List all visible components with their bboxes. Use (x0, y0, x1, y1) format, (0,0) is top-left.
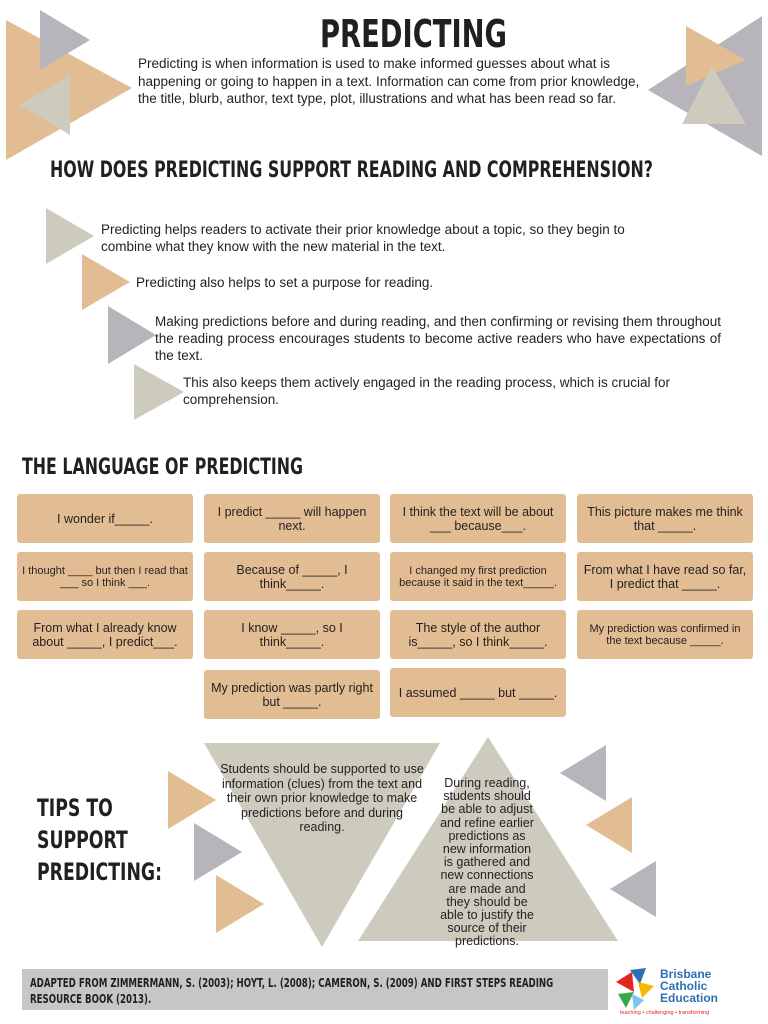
tip-1-text: Students should be supported to use info… (220, 762, 424, 834)
bullet-triangle-2 (82, 254, 130, 310)
decor-triangles-top-left (6, 10, 132, 160)
support-point-3: Making predictions before and during rea… (155, 314, 721, 363)
tip-inverted-triangle (204, 743, 440, 947)
logo-line-1: Brisbane (660, 967, 712, 981)
phrase-card: I thought ____ but then I read that ___ … (17, 552, 193, 601)
phrase-card: From what I have read so far, I predict … (577, 552, 753, 601)
sage-triangle (682, 66, 746, 124)
tips-graphics (168, 737, 656, 947)
sage-triangle (20, 75, 70, 135)
tan-triangle (586, 797, 632, 853)
phrase-card: Because of _____, I think_____. (204, 552, 380, 601)
phrase-card: My prediction was partly right but _____… (204, 670, 380, 719)
grey-triangle (40, 10, 90, 70)
brisbane-catholic-education-logo: Brisbane Catholic Education teaching • c… (612, 966, 762, 1020)
phrase-card: I assumed _____ but _____. (390, 668, 566, 717)
phrase-card: I wonder if_____. (17, 494, 193, 543)
support-heading: HOW DOES PREDICTING SUPPORT READING AND … (50, 158, 653, 183)
bullet-triangle-3 (108, 306, 156, 364)
tips-heading: TIPS TO SUPPORT PREDICTING: (37, 794, 163, 886)
support-point-2: Predicting also helps to set a purpose f… (136, 275, 434, 290)
grey-triangle (560, 745, 606, 801)
logo-mark-icon (616, 968, 654, 1010)
decor-triangles-top-right (648, 16, 762, 156)
support-point-1: Predicting helps readers to activate the… (101, 222, 625, 254)
phrase-card: I know _____, so I think_____. (204, 610, 380, 659)
grey-triangle (610, 861, 656, 917)
phrase-card: This picture makes me think that _____. (577, 494, 753, 543)
phrase-card: From what I already know about _____, I … (17, 610, 193, 659)
language-heading: THE LANGUAGE OF PREDICTING (22, 455, 304, 480)
tan-triangle (686, 26, 746, 86)
tip-upright-triangle (358, 737, 618, 941)
tan-triangle (216, 875, 264, 933)
citation-text: ADAPTED FROM ZIMMERMANN, S. (2003); HOYT… (30, 976, 554, 1006)
phrase-card: I think the text will be about ___ becau… (390, 494, 566, 543)
tip-2-text: During reading, students should be able … (440, 776, 534, 949)
logo-line-2: Catholic (660, 979, 708, 993)
citation-footer: ADAPTED FROM ZIMMERMANN, S. (2003); HOYT… (22, 969, 608, 1010)
phrase-card: I predict _____ will happen next. (204, 494, 380, 543)
logo-tagline: teaching • challenging • transforming (620, 1010, 710, 1016)
grey-triangle (194, 823, 242, 881)
bullet-triangle-1 (46, 208, 94, 264)
logo-line-3: Education (660, 991, 719, 1005)
phrase-card: I changed my first prediction because it… (390, 552, 566, 601)
support-point-4: This also keeps them actively engaged in… (183, 375, 670, 407)
phrase-card: My prediction was confirmed in the text … (577, 610, 753, 659)
page-title: PREDICTING (320, 12, 507, 56)
bullet-triangle-4 (134, 364, 184, 420)
phrase-card: The style of the author is_____, so I th… (390, 610, 566, 659)
intro-paragraph: Predicting is when information is used t… (138, 56, 640, 106)
tan-triangle (168, 771, 216, 829)
